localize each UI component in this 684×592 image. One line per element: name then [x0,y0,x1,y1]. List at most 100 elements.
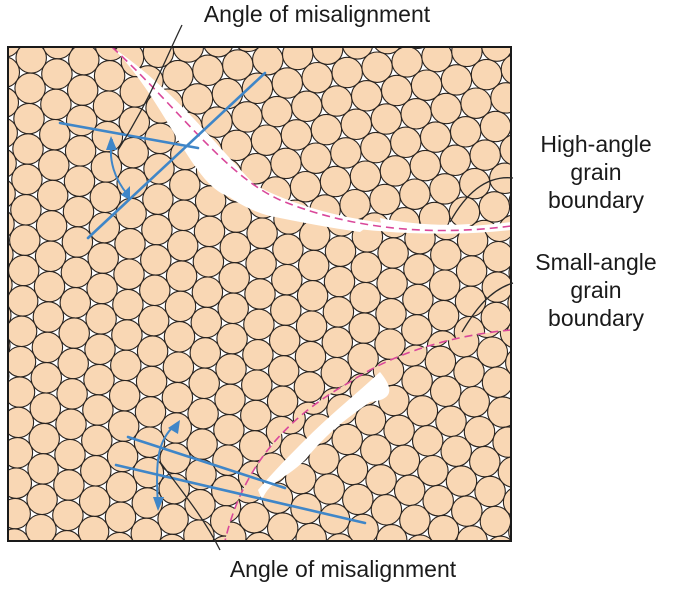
atom [0,452,6,482]
atom [29,392,62,424]
atom [25,545,55,575]
atom [165,260,198,292]
atom [481,47,511,62]
atom [125,548,155,578]
atom [191,276,224,308]
atom [464,542,494,572]
atom [26,483,58,516]
small-angle-label-line-2: grain [570,277,621,303]
atom [116,167,148,199]
atom [341,47,374,60]
high-angle-leader [449,177,514,223]
atom [130,517,163,541]
atom [25,513,57,541]
atom [92,90,125,122]
atom [270,294,302,326]
atom [126,13,156,43]
atom [162,351,195,383]
atom [105,471,138,503]
atom [57,347,89,380]
atom [8,437,34,469]
atom [499,330,511,349]
atom [0,482,5,512]
atom [401,314,433,346]
atom [65,104,98,137]
atom [51,530,83,541]
atom [508,257,511,289]
atom [93,47,125,51]
atom [430,239,462,271]
atom [34,240,67,273]
atom [56,378,88,410]
atom [104,501,137,534]
atom [190,306,223,339]
lower-orientation-line-1 [126,435,287,490]
atom [59,287,92,319]
atom [295,522,327,541]
atom [268,324,301,357]
atom [243,308,275,341]
atom [8,269,13,301]
atom [240,399,272,432]
atom [8,528,30,541]
atom [169,169,201,201]
atom [454,285,487,318]
atom [143,153,175,185]
atom [112,540,142,570]
annotation-labels: Angle of misalignment Angle of misalignm… [204,1,657,582]
atom [502,486,511,518]
atom [103,531,136,541]
atom [155,543,185,573]
atom [54,438,86,471]
atom [8,497,31,530]
atom [0,548,10,578]
lower-arc-arrow-top [168,420,180,434]
atom [293,371,326,403]
atom [14,72,46,105]
upper-orientation-line-1 [58,121,200,150]
upper-orientation-line-2 [86,71,267,240]
atom [88,211,121,244]
atom [462,8,492,38]
atom [70,14,100,44]
atom [455,255,488,287]
atom [58,317,90,349]
bottom-angle-leader [159,461,221,551]
lower-angle-arc [155,424,176,506]
atom [374,328,406,360]
atom [111,319,143,351]
small-angle-label-line-3: boundary [548,305,644,331]
atom [266,385,299,418]
atom [156,533,188,541]
atom [27,453,59,485]
atom [376,267,408,300]
atom [82,394,114,426]
atom [187,397,219,430]
atom [8,238,14,271]
small-angle-gap [258,372,390,500]
atom [349,281,381,314]
atom [77,515,110,541]
high-angle-label-line-2: grain [570,159,621,185]
atom [189,337,222,369]
atom [499,9,529,39]
atom [505,346,511,379]
atom [0,543,3,573]
atom [60,256,93,289]
atom [512,26,542,56]
atom [0,494,7,524]
atom [213,414,245,446]
atom [112,288,144,321]
atom [141,213,173,246]
atom [62,195,95,228]
atom [137,304,170,337]
atom [40,88,72,121]
atom [509,105,511,137]
top-angle-label: Angle of misalignment [204,1,431,27]
atom [324,533,356,541]
atom [134,396,167,428]
atom [212,444,244,476]
atom [63,165,96,197]
atom [297,249,330,282]
atom [8,177,16,210]
